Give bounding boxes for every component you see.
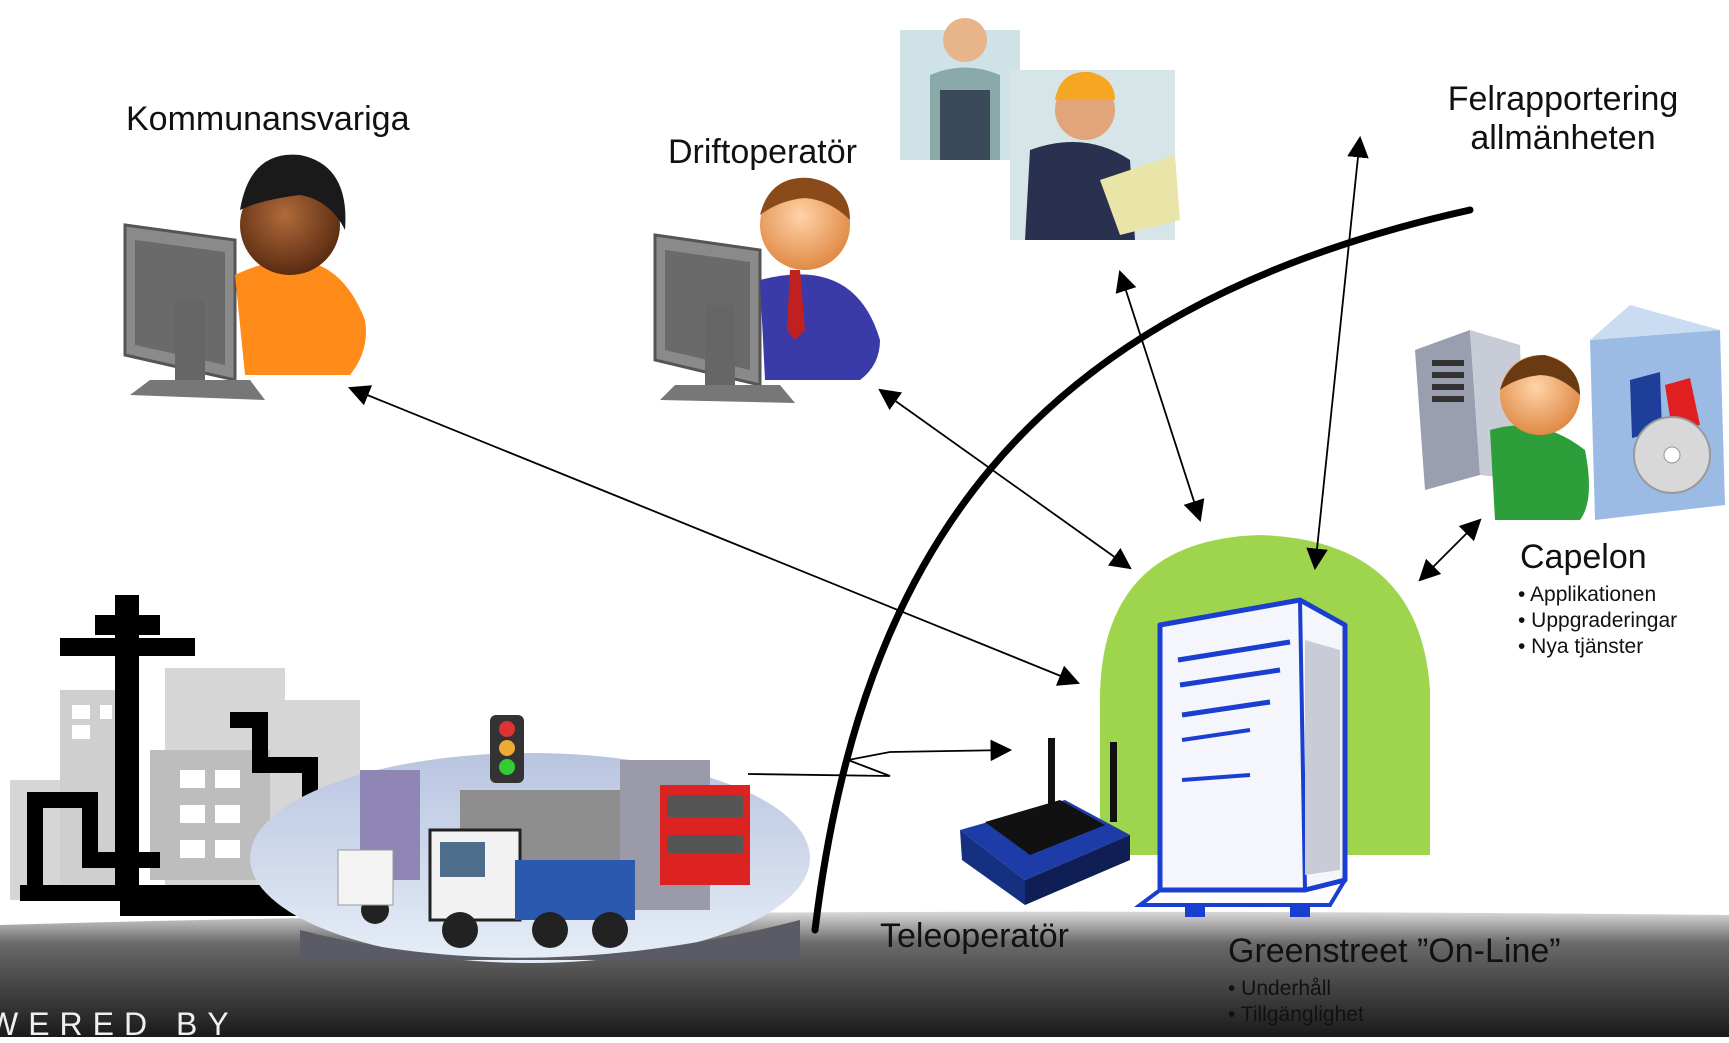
capelon-list: • Applikationen • Uppgraderingar • Nya t… xyxy=(1518,582,1677,660)
capelon-item-2: • Uppgraderingar xyxy=(1518,609,1678,632)
greenstreet-label: Greenstreet ”On-Line” xyxy=(1228,932,1561,970)
footer-powered-by-text: WERED BY xyxy=(0,1006,239,1042)
teleoperator-label: Teleoperatör xyxy=(880,917,1070,955)
greenstreet-list: • Underhåll • Tillgänglighet xyxy=(1228,976,1364,1028)
greenstreet-server-icon xyxy=(1134,597,1348,917)
greenstreet-item-1: • Underhåll xyxy=(1228,977,1332,1000)
capelon-label: Capelon xyxy=(1520,538,1647,576)
kommunansvariga-label: Kommunansvariga xyxy=(126,100,410,138)
router-icon xyxy=(960,738,1130,905)
felrapportering-label: Felrapportering allmänheten xyxy=(1428,80,1698,158)
workers-illustration xyxy=(900,18,1180,240)
capelon-item-1: • Applikationen xyxy=(1518,583,1657,606)
driftoperator-icon xyxy=(653,177,880,403)
footer-bar xyxy=(0,911,1729,1037)
felrapportering-line2: allmänheten xyxy=(1470,119,1656,157)
capelon-icon xyxy=(1415,305,1725,520)
traffic-scene-illustration xyxy=(250,715,810,963)
felrapportering-line1: Felrapportering xyxy=(1447,80,1679,118)
greenstreet-item-2: • Tillgänglighet xyxy=(1228,1003,1364,1026)
driftoperator-label: Driftoperatör xyxy=(668,133,857,171)
kommunansvariga-icon xyxy=(123,154,366,400)
capelon-item-3: • Nya tjänster xyxy=(1518,635,1644,658)
connection-arrows xyxy=(347,135,1482,777)
